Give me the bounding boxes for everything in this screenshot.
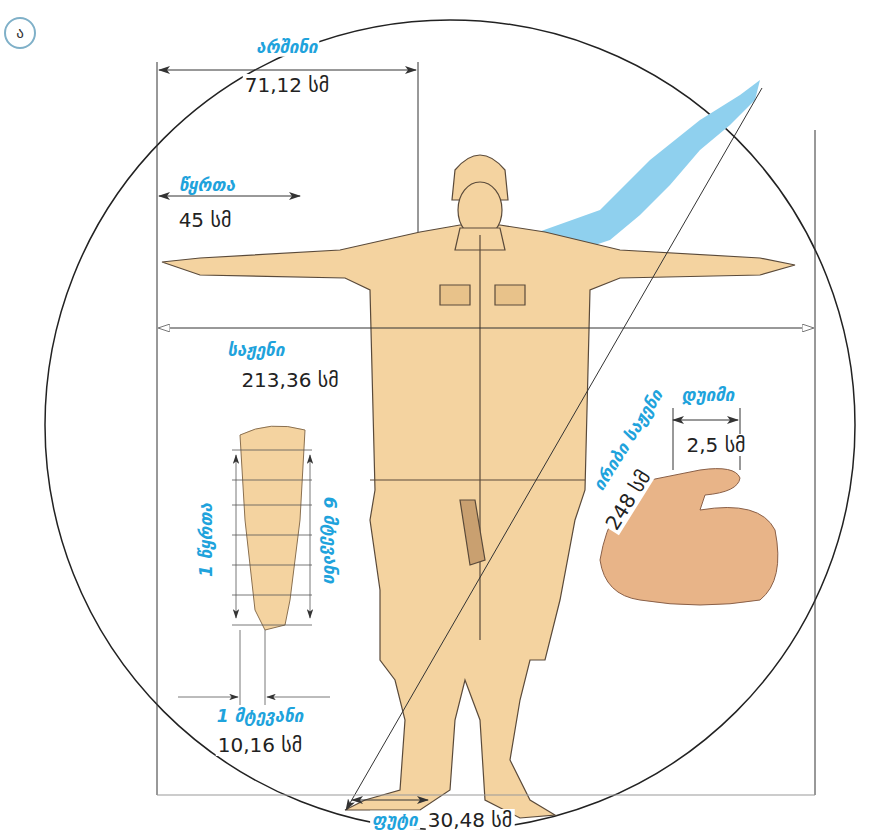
measure-value: 2,5 სმ — [684, 434, 747, 456]
callout-number: ა — [4, 17, 36, 49]
blue-shape — [530, 80, 760, 252]
measure-name: საჟენი — [226, 341, 287, 360]
measure-name: 6 მტევანი — [321, 495, 340, 586]
measure-value: 213,36 სმ — [239, 369, 340, 391]
measure-value: 71,12 სმ — [243, 74, 332, 96]
arm-sketch — [178, 426, 330, 705]
measure-value: 45 სმ — [177, 209, 234, 231]
man-figure — [162, 155, 795, 818]
measure-name: ფუტი — [370, 811, 420, 830]
measure-name: არშინი — [254, 38, 319, 57]
measure-name: წყრთა — [177, 176, 237, 195]
measure-name: 1 წყრთა — [197, 501, 216, 579]
measure-value: 10,16 სმ — [216, 734, 305, 756]
measure-value: 30,48 სმ — [426, 809, 515, 831]
measure-name: 1 მტევანი — [215, 707, 306, 726]
outer-circle — [45, 20, 855, 830]
measure-name: დუიმი — [680, 386, 737, 405]
dimension-lines — [157, 62, 815, 810]
